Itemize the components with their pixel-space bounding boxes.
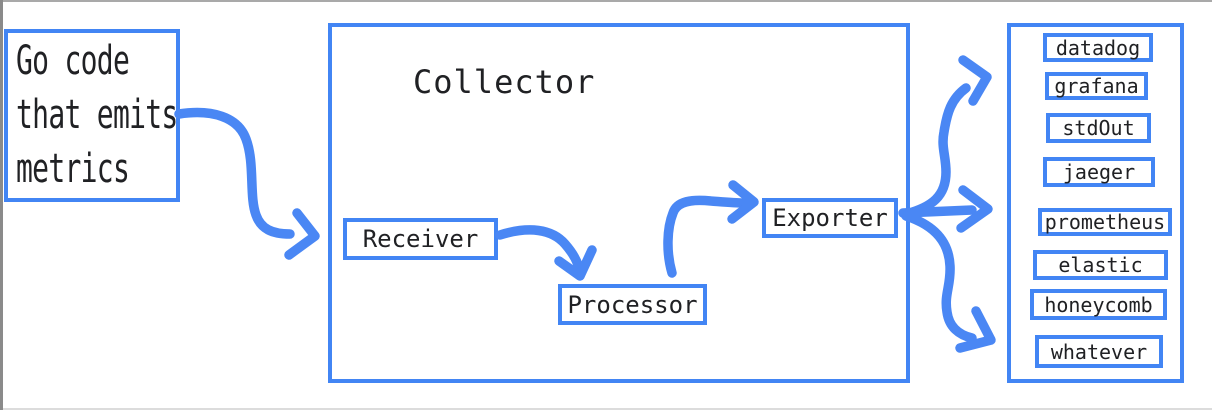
destination-label: stdOut bbox=[1062, 116, 1135, 140]
bottom-edge-line bbox=[0, 408, 1212, 410]
destination-box-stdout: stdOut bbox=[1046, 113, 1151, 143]
processor-label: Processor bbox=[567, 290, 698, 319]
source-note-text: Go code that emits metrics bbox=[16, 34, 178, 196]
arrow-exporter-to-destinations-middle-shaft bbox=[898, 205, 977, 218]
receiver-box: Receiver bbox=[343, 218, 498, 260]
arrow-exporter-to-destinations-top-shaft bbox=[901, 83, 971, 219]
top-edge-line bbox=[0, 0, 1212, 2]
arrow-source-to-collector bbox=[174, 107, 320, 260]
receiver-label: Receiver bbox=[362, 225, 479, 253]
arrow-exporter-to-destinations-middle-head bbox=[956, 185, 993, 233]
source-note-box: Go code that emits metrics bbox=[4, 29, 180, 202]
note-line-1: Go code bbox=[16, 38, 130, 84]
note-line-3: metrics bbox=[16, 146, 130, 192]
arrow-exporter-to-destinations-bottom bbox=[901, 211, 996, 353]
destination-box-prometheus: prometheus bbox=[1038, 208, 1172, 236]
arrow-source-to-collector-shaft bbox=[174, 107, 295, 239]
destination-label: prometheus bbox=[1044, 210, 1166, 234]
destination-label: elastic bbox=[1058, 253, 1143, 277]
destination-box-honeycomb: honeycomb bbox=[1030, 289, 1167, 320]
left-edge-line bbox=[0, 0, 3, 410]
destination-box-datadog: datadog bbox=[1043, 33, 1153, 62]
destination-box-grafana: grafana bbox=[1045, 72, 1148, 100]
destination-label: whatever bbox=[1050, 339, 1148, 364]
destination-box-whatever: whatever bbox=[1035, 335, 1163, 368]
arrow-exporter-to-destinations-bottom-shaft bbox=[901, 211, 977, 343]
destination-box-jaeger: jaeger bbox=[1043, 157, 1155, 187]
processor-box: Processor bbox=[558, 284, 707, 325]
destination-box-elastic: elastic bbox=[1033, 250, 1168, 280]
destination-label: datadog bbox=[1055, 35, 1141, 60]
arrow-exporter-to-destinations-bottom-head bbox=[955, 306, 996, 353]
arrow-source-to-collector-head bbox=[284, 208, 320, 260]
arrow-exporter-to-destinations-top bbox=[901, 55, 992, 219]
exporter-box: Exporter bbox=[762, 198, 898, 238]
collector-title: Collector bbox=[413, 63, 596, 101]
arrow-exporter-to-destinations-middle bbox=[898, 185, 993, 233]
destination-label: grafana bbox=[1054, 74, 1139, 98]
destination-label: jaeger bbox=[1062, 160, 1136, 184]
exporter-label: Exporter bbox=[772, 204, 888, 232]
arrow-exporter-to-destinations-top-head bbox=[958, 55, 992, 106]
destination-label: honeycomb bbox=[1044, 292, 1153, 317]
note-line-2: that emits bbox=[16, 92, 178, 138]
